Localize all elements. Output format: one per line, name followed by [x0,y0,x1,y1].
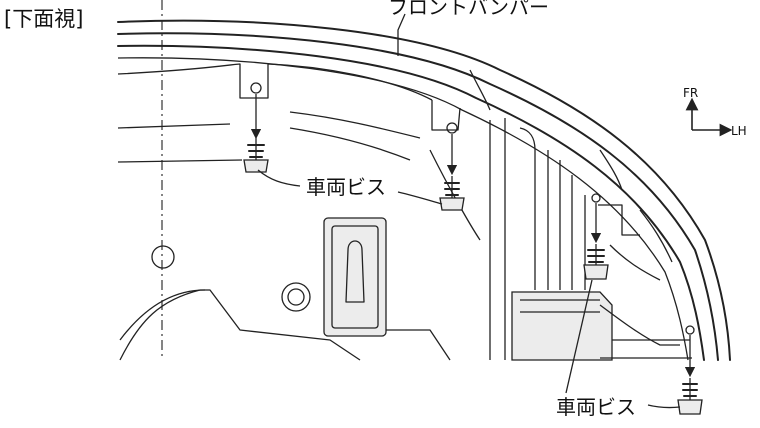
leader-screw-lower-2 [647,404,681,409]
screw-4 [677,325,703,415]
leader-screw-upper-2 [397,191,443,205]
screw-1 [243,82,269,173]
bumper-inner-structure [117,63,692,361]
leader-screw-upper-1 [257,169,301,187]
leader-part [397,13,406,56]
screw-2 [439,122,465,211]
screw-label-upper: 車両ビス [306,175,386,199]
screw-label-lower: 車両ビス [556,395,636,419]
part-label: フロントバンパー [388,0,549,19]
view-label: [下面視] [4,7,83,31]
direction-lh-label: LH [731,124,747,138]
front-bumper-shell [117,19,731,361]
under-cover-pad [151,217,387,337]
leader-screw-lower-1 [565,279,593,394]
direction-indicator [685,97,733,137]
screw-3 [583,193,609,280]
direction-fr-label: FR [683,86,698,100]
